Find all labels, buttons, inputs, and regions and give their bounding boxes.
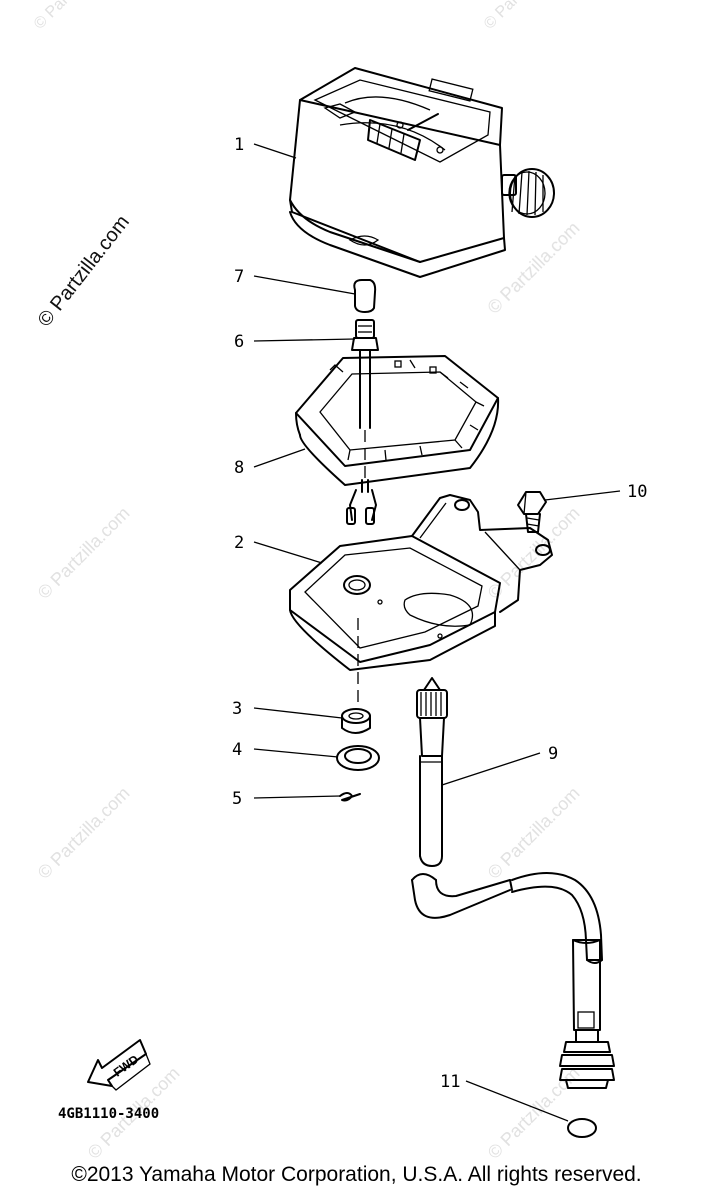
center-lines: [357, 430, 366, 706]
copyright-footer: ©2013 Yamaha Motor Corporation, U.S.A. A…: [71, 1163, 642, 1186]
watermark-main: © Partzilla.com: [34, 211, 134, 331]
callout-8: 8: [234, 458, 244, 478]
meter-bracket: [289, 494, 553, 671]
fwd-label: FWD: [111, 1052, 142, 1080]
fwd-arrow-icon: FWD: [87, 1039, 151, 1091]
callout-11: 11: [440, 1072, 460, 1092]
bulb: [353, 279, 377, 313]
callout-3: 3: [232, 699, 242, 719]
callout-9: 9: [548, 744, 558, 764]
washer: [336, 745, 380, 771]
callout-5: 5: [232, 789, 242, 809]
callout-10: 10: [627, 482, 647, 502]
bulb-socket: [346, 319, 379, 525]
grommet: [341, 708, 371, 734]
watermark-faint: © Partzilla.com: [31, 0, 119, 33]
watermark-faint: © Partzilla.com: [34, 783, 134, 883]
o-ring: [567, 1118, 597, 1138]
callout-2: 2: [234, 533, 244, 553]
speedometer-housing: [289, 67, 555, 278]
watermark-faint: © Partzilla.com: [484, 783, 584, 883]
callout-labels: 1 2 3 4 5 6 7 8 9 10 11: [232, 135, 647, 1092]
speedometer-cable: [411, 677, 615, 1089]
rubber-damper: [295, 355, 500, 486]
part-code: 4GB1110-3400: [58, 1106, 159, 1122]
bolt: [517, 491, 547, 533]
watermark-faint: © Partzilla.com: [34, 503, 134, 603]
callout-4: 4: [232, 740, 242, 760]
callout-6: 6: [234, 332, 244, 352]
watermark-faint: © Partzilla.com: [481, 0, 569, 33]
leader-lines: [253, 143, 621, 1122]
callout-7: 7: [234, 267, 244, 287]
clip: [339, 792, 361, 802]
watermark-faint: © Partzilla.com: [484, 218, 584, 318]
callout-1: 1: [234, 135, 244, 155]
watermark-faint: © Partzilla.com: [484, 1063, 584, 1163]
